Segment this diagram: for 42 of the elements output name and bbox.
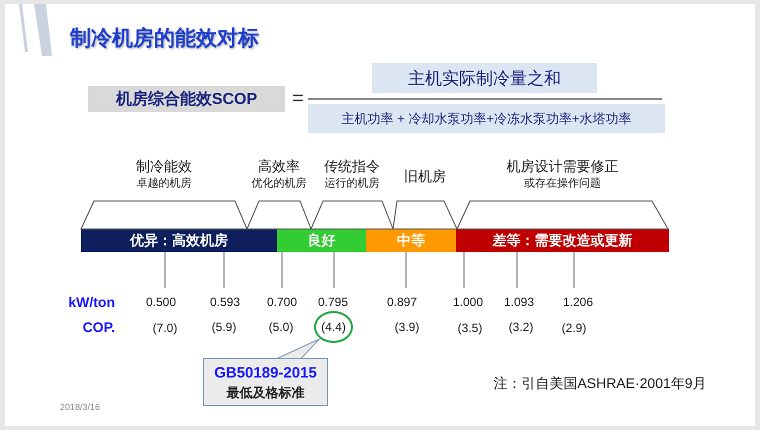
rating-bar-segment: 良好 [277,229,366,252]
bracket-heading: 机房设计需要修正 [506,158,618,176]
value-text: (5.9) [212,320,236,334]
tick-line [164,252,166,288]
bracket-heading: 高效率 [258,158,300,176]
value-text: (3.9) [394,320,420,334]
rating-bar-segment: 差等：需要改造或更新 [456,229,669,252]
bracket-subtext: 运行的机房 [324,176,380,190]
source-note: 注：引自美国ASHRAE·2001年9月 [493,375,707,393]
numerator-box: 主机实际制冷量之和 [372,63,597,93]
value-text: 1.000 [452,295,484,309]
value-text: 0.897 [386,295,418,309]
value-text: 1.093 [504,295,534,309]
row-label: COP. [82,319,115,335]
value-text: (5.0) [268,320,294,334]
value-text: (7.0) [152,321,178,335]
bracket-heading: 传统指令 [324,158,380,176]
value-text: (3.2) [508,320,534,334]
slide-title: 制冷机房的能效对标 [70,26,259,52]
bracket-subtext: 优化的机房 [252,176,306,190]
value-text: 0.500 [146,295,176,309]
formula-label: 机房综合能效SCOP [88,86,285,112]
bracket-heading: 旧机房 [404,168,446,186]
equals-sign: = [292,88,304,110]
rating-bar-segment: 优异：高效机房 [81,229,277,252]
row-label: kW/ton [68,294,115,310]
rating-bar-segment: 中等 [366,229,456,252]
callout-heading: GB50189-2015 [214,364,317,382]
bracket-subtext: 或存在操作问题 [524,176,601,190]
bracket-subtext: 卓越的机房 [136,176,192,190]
denominator-box: 主机功率 + 冷却水泵功率+冷冻水泵功率+水塔功率 [308,104,665,133]
callout-text: 最低及格标准 [226,384,304,402]
tick-line [516,252,518,288]
value-text: 0.700 [266,295,298,309]
value-text: 0.795 [318,295,348,309]
callout-pointer [276,338,320,359]
value-text: 1.206 [562,295,594,309]
value-text: (3.5) [458,321,482,335]
value-text: 0.593 [210,295,240,309]
date-text: 2018/3/16 [60,402,100,412]
bracket-heading: 制冷能效 [136,158,192,176]
value-text: (2.9) [562,321,586,335]
